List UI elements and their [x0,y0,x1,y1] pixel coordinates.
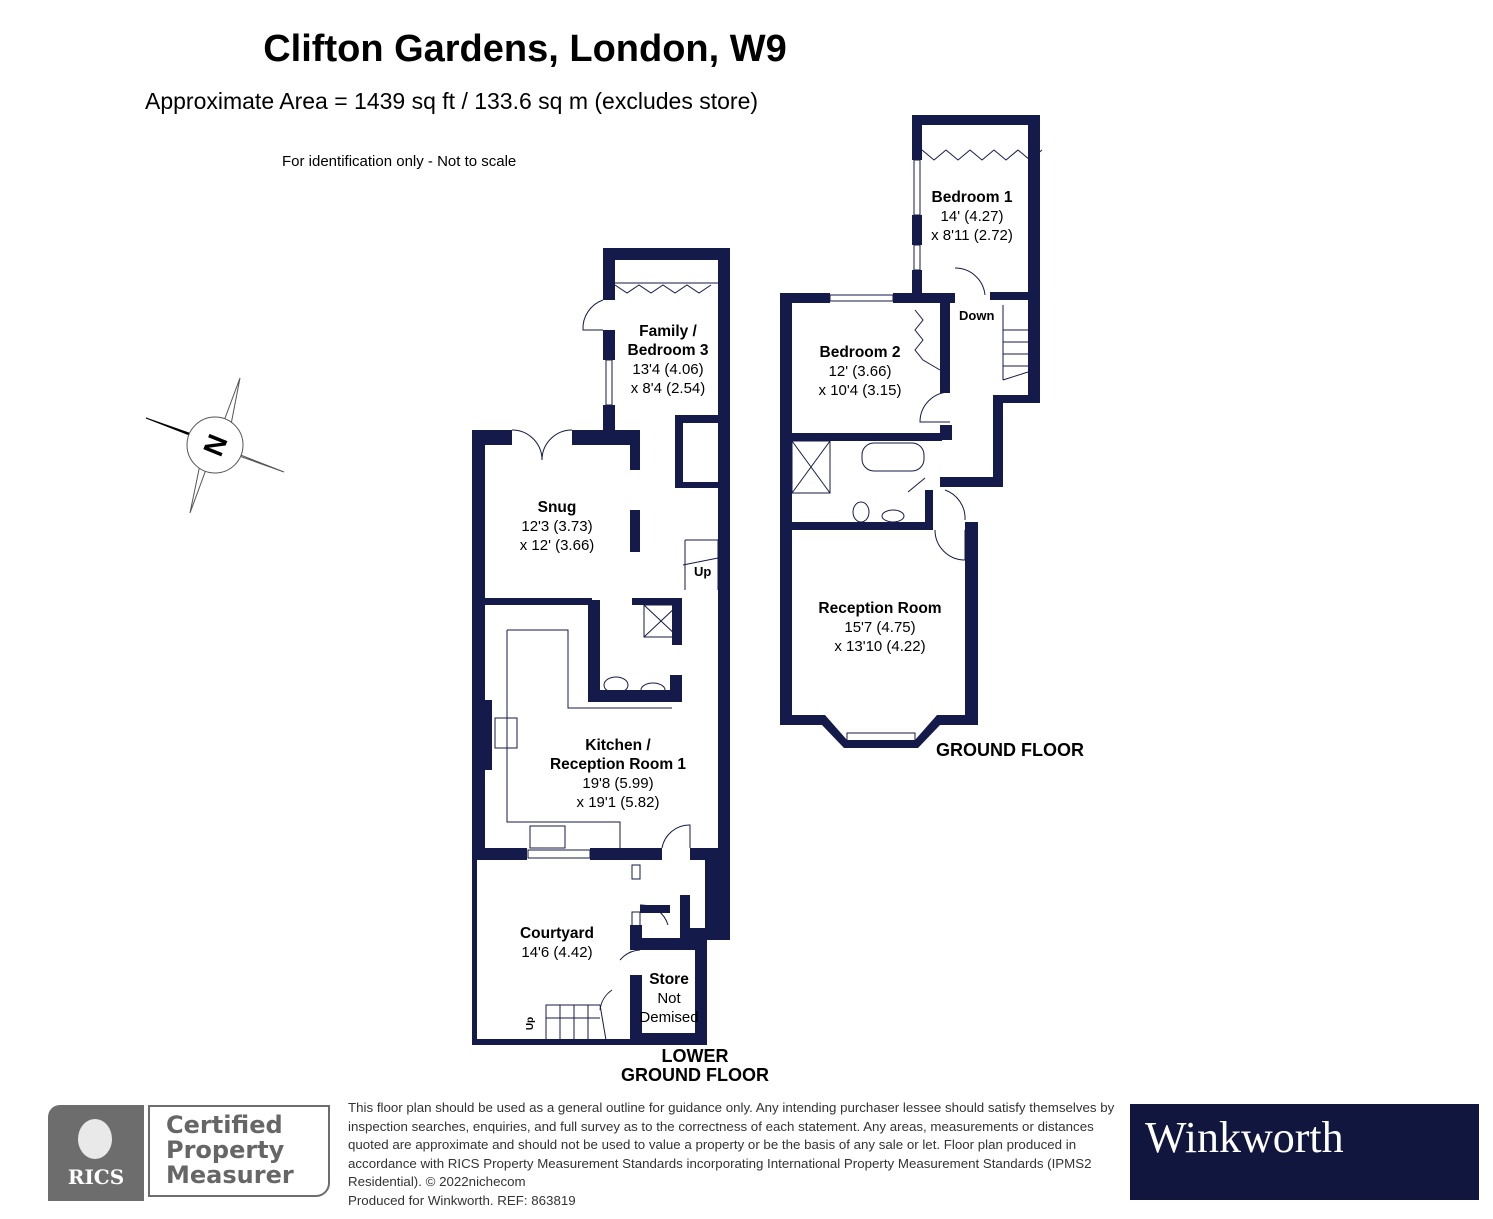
room-bedroom-1: Bedroom 1 14' (4.27) x 8'11 (2.72) [931,188,1013,245]
winkworth-logo: Winkworth [1130,1104,1479,1200]
produced-for-ref: Produced for Winkworth. REF: 863819 [348,1192,576,1208]
approximate-area: Approximate Area = 1439 sq ft / 133.6 sq… [145,88,759,114]
walls-lower-ground [472,248,730,1045]
disclaimer: This floor plan should be used as a gene… [348,1099,1128,1210]
floor-label-ground: GROUND FLOOR [936,740,1084,760]
property-title: Clifton Gardens, London, W9 [263,28,787,70]
room-dimension: x 10'4 (3.15) [818,382,902,399]
room-reception-room: Reception Room 15'7 (4.75) x 13'10 (4.22… [818,599,941,656]
room-courtyard: Courtyard 14'6 (4.42) [520,924,594,962]
floor-label-line: LOWER [661,1046,729,1066]
room-note: Demised [639,1009,699,1026]
room-name: Reception Room [818,600,942,617]
room-dimension: x 13'10 (4.22) [834,638,926,655]
room-dimension: 12' (3.66) [828,363,892,380]
room-bedroom-2: Bedroom 2 12' (3.66) x 10'4 (3.15) [819,343,902,400]
courtyard-stair-up-label: Up [525,1016,537,1031]
stair-up-label: Up [694,564,712,579]
room-name-line2: Bedroom 3 [627,342,709,359]
rics-logo: RICS [48,1105,144,1201]
room-dimension: x 8'4 (2.54) [630,380,706,397]
room-name: Bedroom 2 [819,344,901,361]
room-family-bedroom-3: Family / Bedroom 3 13'4 (4.06) x 8'4 (2.… [628,322,709,398]
room-name: Snug [537,499,577,516]
compass-icon: N [145,377,285,514]
room-dimension: 19'8 (5.99) [582,775,654,792]
disclaimer-text: This floor plan should be used as a gene… [348,1100,1115,1189]
room-kitchen-reception-1: Kitchen / Reception Room 1 19'8 (5.99) x… [550,736,686,812]
room-store: Store Not Demised [639,970,698,1027]
room-name-line2: Reception Room 1 [549,756,687,773]
rics-certified-badge: RICS Certified Property Measurer [48,1105,334,1201]
room-dimension: 14' (4.27) [940,208,1004,225]
fixtures-ground [791,149,1043,742]
stair-down-label: Down [959,308,995,323]
room-note: Not [657,990,681,1007]
room-dimension: x 19'1 (5.82) [576,794,660,811]
badge-line: Certified [166,1111,283,1139]
room-name: Bedroom 1 [931,189,1013,206]
room-dimension: 13'4 (4.06) [632,361,704,378]
walls-ground [780,115,1040,748]
scale-note: For identification only - Not to scale [282,153,517,170]
room-dimension: 14'6 (4.42) [521,944,593,961]
rics-brand: RICS [67,1165,125,1189]
floor-label-lower-ground: LOWER GROUND FLOOR [600,1047,790,1085]
room-dimension: x 12' (3.66) [519,537,595,554]
room-snug: Snug 12'3 (3.73) x 12' (3.66) [520,498,595,555]
room-dimension: x 8'11 (2.72) [931,227,1013,244]
room-name: Courtyard [519,925,595,942]
badge-line: Measurer [166,1161,294,1189]
room-name: Kitchen / [585,737,651,754]
certified-property-measurer: Certified Property Measurer [148,1105,330,1197]
room-dimension: 12'3 (3.73) [521,518,593,535]
fixtures-lower-ground [494,282,719,1041]
badge-line: Property [166,1136,285,1164]
room-name: Store [649,971,689,988]
floor-label-line: GROUND FLOOR [621,1065,769,1085]
lion-icon [78,1119,112,1159]
room-dimension: 15'7 (4.75) [844,619,916,636]
room-name: Family / [639,323,697,340]
agent-name: Winkworth [1145,1113,1344,1162]
